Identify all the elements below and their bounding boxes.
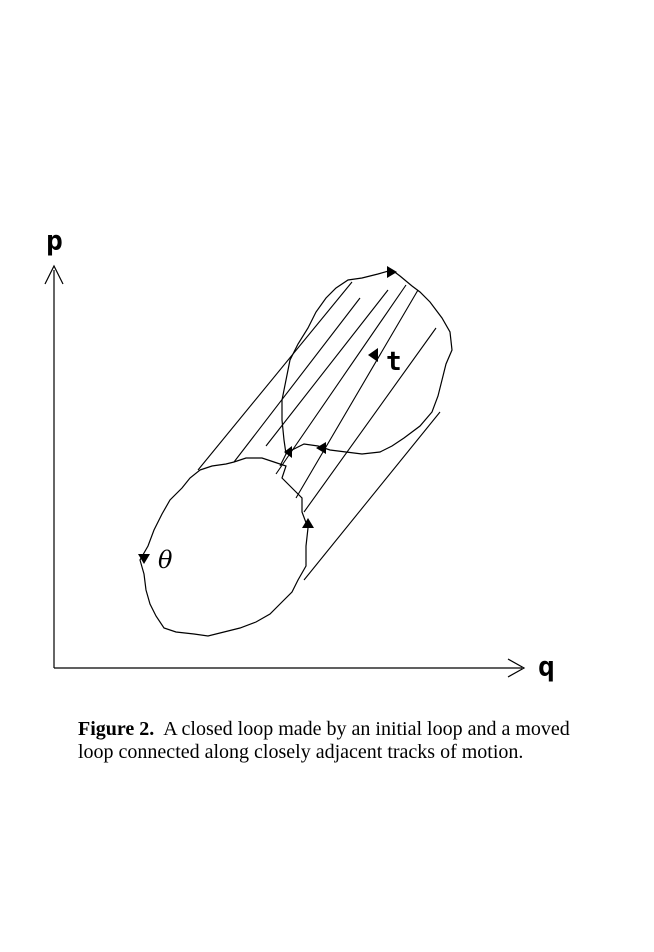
caption-label: Figure 2.: [78, 718, 155, 740]
direction-arrows: [138, 266, 397, 564]
label-theta: θ: [158, 546, 173, 574]
track-line-3: [265, 289, 389, 447]
connecting-track: [279, 453, 287, 467]
caption-text: A closed loop made by an initial loop an…: [78, 718, 570, 763]
initial-loop: [139, 457, 309, 637]
p-axis-arrowhead: [44, 264, 64, 285]
t-arrow: [368, 348, 378, 362]
up-arrow: [302, 518, 314, 528]
moved-loop: [281, 269, 453, 456]
left-arrow-2: [316, 442, 326, 454]
top-arrow: [387, 266, 397, 278]
q-axis-label: q: [538, 650, 555, 683]
motion-tracks: [197, 281, 441, 581]
track-line-6: [303, 327, 437, 513]
track-line-5: [295, 289, 419, 499]
track-line-7: [303, 411, 441, 581]
track-line-4: [275, 284, 407, 475]
track-line-2: [233, 297, 361, 463]
figure-caption: Figure 2. A closed loop made by an initi…: [78, 718, 578, 764]
p-axis-label: p: [46, 224, 63, 257]
label-t: t: [386, 347, 402, 377]
left-arrow-1: [284, 446, 292, 458]
track-line-1: [197, 281, 353, 471]
q-axis-arrowhead: [507, 658, 526, 678]
theta-down-arrow: [138, 554, 150, 564]
axes: p q: [44, 224, 555, 683]
